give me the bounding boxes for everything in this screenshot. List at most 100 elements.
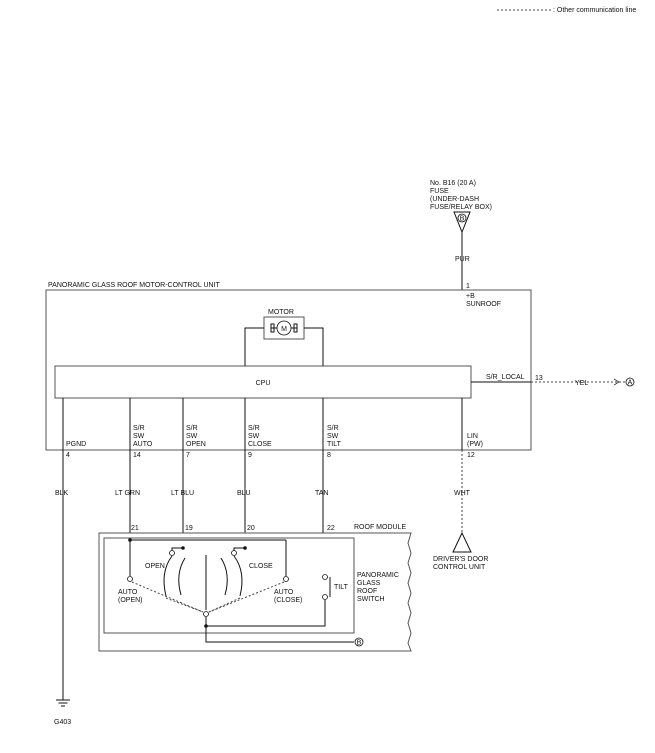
close-num: 9 (248, 452, 252, 459)
motor-brush-right (293, 323, 298, 333)
motor-symbol: M (281, 326, 287, 333)
srlocal-label: S/R_LOCAL (486, 374, 525, 381)
tilt-label-3: TILT (327, 441, 342, 448)
close-rocker-arc-inner (220, 557, 228, 596)
auto-close-contact (283, 576, 289, 582)
close-wire (233, 547, 245, 551)
pin-b-label-2: SUNROOF (466, 301, 501, 308)
open-label-3: OPEN (186, 441, 206, 448)
roof-module-title: ROOF MODULE (354, 524, 406, 531)
tilt-contact-top (322, 574, 328, 580)
motor-label: MOTOR (268, 309, 294, 316)
close-rocker-arc-outer (233, 555, 243, 597)
auto-open-link (131, 581, 204, 613)
wht-wire-label: WHT (454, 490, 471, 497)
tilt-label-1: S/R (327, 425, 339, 432)
lin-label-2: (PW) (467, 441, 483, 448)
pin-21: 21 (131, 525, 139, 532)
close-contact (231, 550, 237, 556)
close-label-1: S/R (248, 425, 260, 432)
pin-19: 19 (185, 525, 193, 532)
switch-label-3: ROOF (357, 588, 377, 595)
fuse-label-1: No. B16 (20 A) (430, 180, 476, 187)
lin-num: 12 (467, 452, 475, 459)
cpu-label: CPU (256, 380, 271, 387)
drivers-door-control-unit: DRIVER'S DOOR CONTROL UNIT (433, 531, 488, 571)
open-link (165, 597, 204, 613)
auto-num: 14 (133, 452, 141, 459)
motor-brush-left (270, 323, 275, 333)
ground-label: G403 (54, 719, 71, 726)
open-wire (171, 547, 183, 551)
switch-label-2: GLASS (357, 580, 381, 587)
motor-wire-right (304, 327, 324, 366)
ltblu-wire-label: LT BLU (171, 490, 194, 497)
open-label: OPEN (145, 563, 165, 570)
connector-a-label: A (628, 380, 633, 387)
auto-open-contact (127, 576, 133, 582)
fuse-label-4: FUSE/RELAY BOX) (430, 204, 492, 211)
pin-20: 20 (247, 525, 255, 532)
switch-common-wire (205, 604, 326, 627)
pin-22: 22 (327, 525, 335, 532)
drivers-door-triangle (452, 531, 472, 553)
fuse-label-2: FUSE (430, 188, 449, 195)
cpu-box (54, 365, 472, 399)
open-num: 7 (186, 452, 190, 459)
fuse-label-3: (UNDER-DASH (430, 196, 479, 203)
roof-switch-outline (103, 537, 355, 634)
drivers-door-label-1: DRIVER'S DOOR (433, 556, 488, 563)
open-label-1: S/R (186, 425, 198, 432)
fuse-connector-circle (457, 213, 467, 223)
drivers-door-label-2: CONTROL UNIT (433, 564, 486, 571)
auto-open-label-2: (OPEN) (118, 597, 143, 604)
close-label-2: SW (248, 433, 260, 440)
open-rocker-arc-outer (163, 555, 173, 597)
fuse-connector-label: B (460, 216, 465, 223)
blk-wire-label: BLK (55, 490, 69, 497)
pgnd-label: PGND (66, 441, 86, 448)
switch-b-wire (205, 626, 354, 643)
legend-text: : Other communication line (553, 7, 636, 14)
fuse-block: No. B16 (20 A) FUSE (UNDER-DASH FUSE/REL… (430, 180, 492, 368)
yel-arrow-icon (613, 378, 620, 386)
tilt-label: TILT (334, 584, 349, 591)
legend: : Other communication line (497, 7, 636, 14)
auto-label-2: SW (133, 433, 145, 440)
pin-b-label-1: +B (466, 293, 475, 300)
yel-wire-label: YEL (575, 380, 588, 387)
motor-control-unit: PANORAMIC GLASS ROOF MOTOR-CONTROL UNIT … (45, 282, 635, 459)
close-label: CLOSE (249, 563, 273, 570)
auto-close-label-2: (CLOSE) (274, 597, 302, 604)
connector-b-label: B (357, 640, 362, 647)
open-rocker-arc-inner (178, 557, 186, 596)
tilt-contact-bottom (322, 594, 328, 600)
close-link (208, 597, 241, 613)
close-label-3: CLOSE (248, 441, 272, 448)
auto-label-1: S/R (133, 425, 145, 432)
pgnd-num: 4 (66, 452, 70, 459)
tilt-num: 8 (327, 452, 331, 459)
pin-b-num: 1 (466, 283, 470, 290)
blu-wire-label: BLU (237, 490, 251, 497)
open-label-2: SW (186, 433, 198, 440)
unit-title: PANORAMIC GLASS ROOF MOTOR-CONTROL UNIT (48, 282, 220, 289)
switch-label-4: SWITCH (357, 596, 385, 603)
tan-wire-label: TAN (315, 490, 328, 497)
tilt-label-2: SW (327, 433, 339, 440)
lin-label-1: LIN (467, 433, 478, 440)
motor-wire-left (244, 327, 264, 366)
connector-a-circle (625, 377, 635, 387)
fuse-connector-triangle (453, 211, 471, 234)
auto-label-3: AUTO (133, 441, 153, 448)
open-contact (169, 550, 175, 556)
motor-icon (276, 320, 292, 336)
switch-common-contact (203, 611, 209, 617)
ltgrn-wire-label: LT GRN (115, 490, 140, 497)
switch-label-1: PANORAMIC (357, 572, 399, 579)
srlocal-num: 13 (535, 375, 543, 382)
roof-module: ROOF MODULE 21 19 20 22 PANORAMIC GLASS … (98, 524, 412, 652)
ground-g403: G403 (54, 699, 71, 726)
auto-open-label-1: AUTO (118, 589, 138, 596)
